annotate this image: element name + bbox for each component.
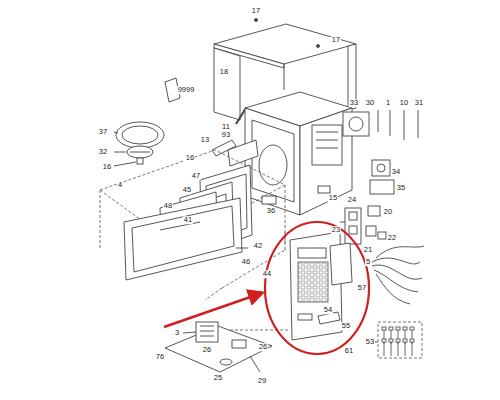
callout-number: 11: [221, 123, 231, 131]
callout-number: 15: [328, 194, 338, 202]
callout-number: 93: [221, 131, 231, 139]
callout-number: 13: [200, 136, 210, 144]
callout-number: 17: [251, 7, 261, 15]
callout-number: 42: [253, 242, 263, 250]
callout-number: 21: [363, 246, 373, 254]
callout-number: 41: [183, 216, 193, 224]
callout-number: 55: [341, 322, 351, 330]
callout-number: 33: [349, 99, 359, 107]
callout-number: 30: [365, 99, 375, 107]
callout-number: 9999: [177, 86, 196, 94]
base-transformer: [165, 322, 272, 372]
turntable: [114, 122, 164, 166]
callout-number: 10: [399, 99, 409, 107]
callout-number: 26: [202, 346, 212, 354]
callout-number: 26: [258, 343, 268, 351]
strip: [236, 108, 246, 124]
callout-number: 25: [213, 374, 223, 382]
callout-number: 76: [155, 353, 165, 361]
callout-number: 22: [387, 234, 397, 242]
callout-number: 34: [391, 168, 401, 176]
callout-number: 16: [185, 154, 195, 162]
interlock-switches: [340, 206, 386, 244]
callout-number: 46: [241, 258, 251, 266]
callout-number: 54: [323, 306, 333, 314]
door-assembly: [100, 150, 285, 280]
callout-number: 20: [383, 208, 393, 216]
callout-number: 44: [262, 270, 272, 278]
callout-number: 5: [365, 258, 371, 266]
callout-number: 61: [344, 347, 354, 355]
callout-number: 57: [357, 284, 367, 292]
callout-number: 16: [102, 163, 112, 171]
callout-number: 36: [266, 207, 276, 215]
callout-number: 17: [331, 36, 341, 44]
callout-number: 48: [163, 202, 173, 210]
callout-number: 23: [331, 226, 341, 234]
callout-number: 53: [365, 338, 375, 346]
callout-number: 47: [191, 172, 201, 180]
callout-number: 24: [347, 196, 357, 204]
callout-number: 35: [396, 184, 406, 192]
callout-number: 1: [385, 99, 391, 107]
callout-number: 45: [182, 186, 192, 194]
callout-number: 3: [174, 329, 180, 337]
callout-number: 18: [219, 68, 229, 76]
callout-number: 4: [117, 181, 123, 189]
callout-number: 31: [414, 99, 424, 107]
fan-motor-parts: [343, 110, 418, 194]
wire-harness: [372, 246, 424, 304]
callout-number: 32: [98, 148, 108, 156]
screw-set: [374, 322, 422, 358]
highlight-circle: [265, 222, 369, 354]
control-panel: [290, 232, 352, 340]
callout-number: 37: [98, 128, 108, 136]
callout-number: 29: [257, 377, 267, 385]
oven-cavity: [245, 92, 352, 215]
